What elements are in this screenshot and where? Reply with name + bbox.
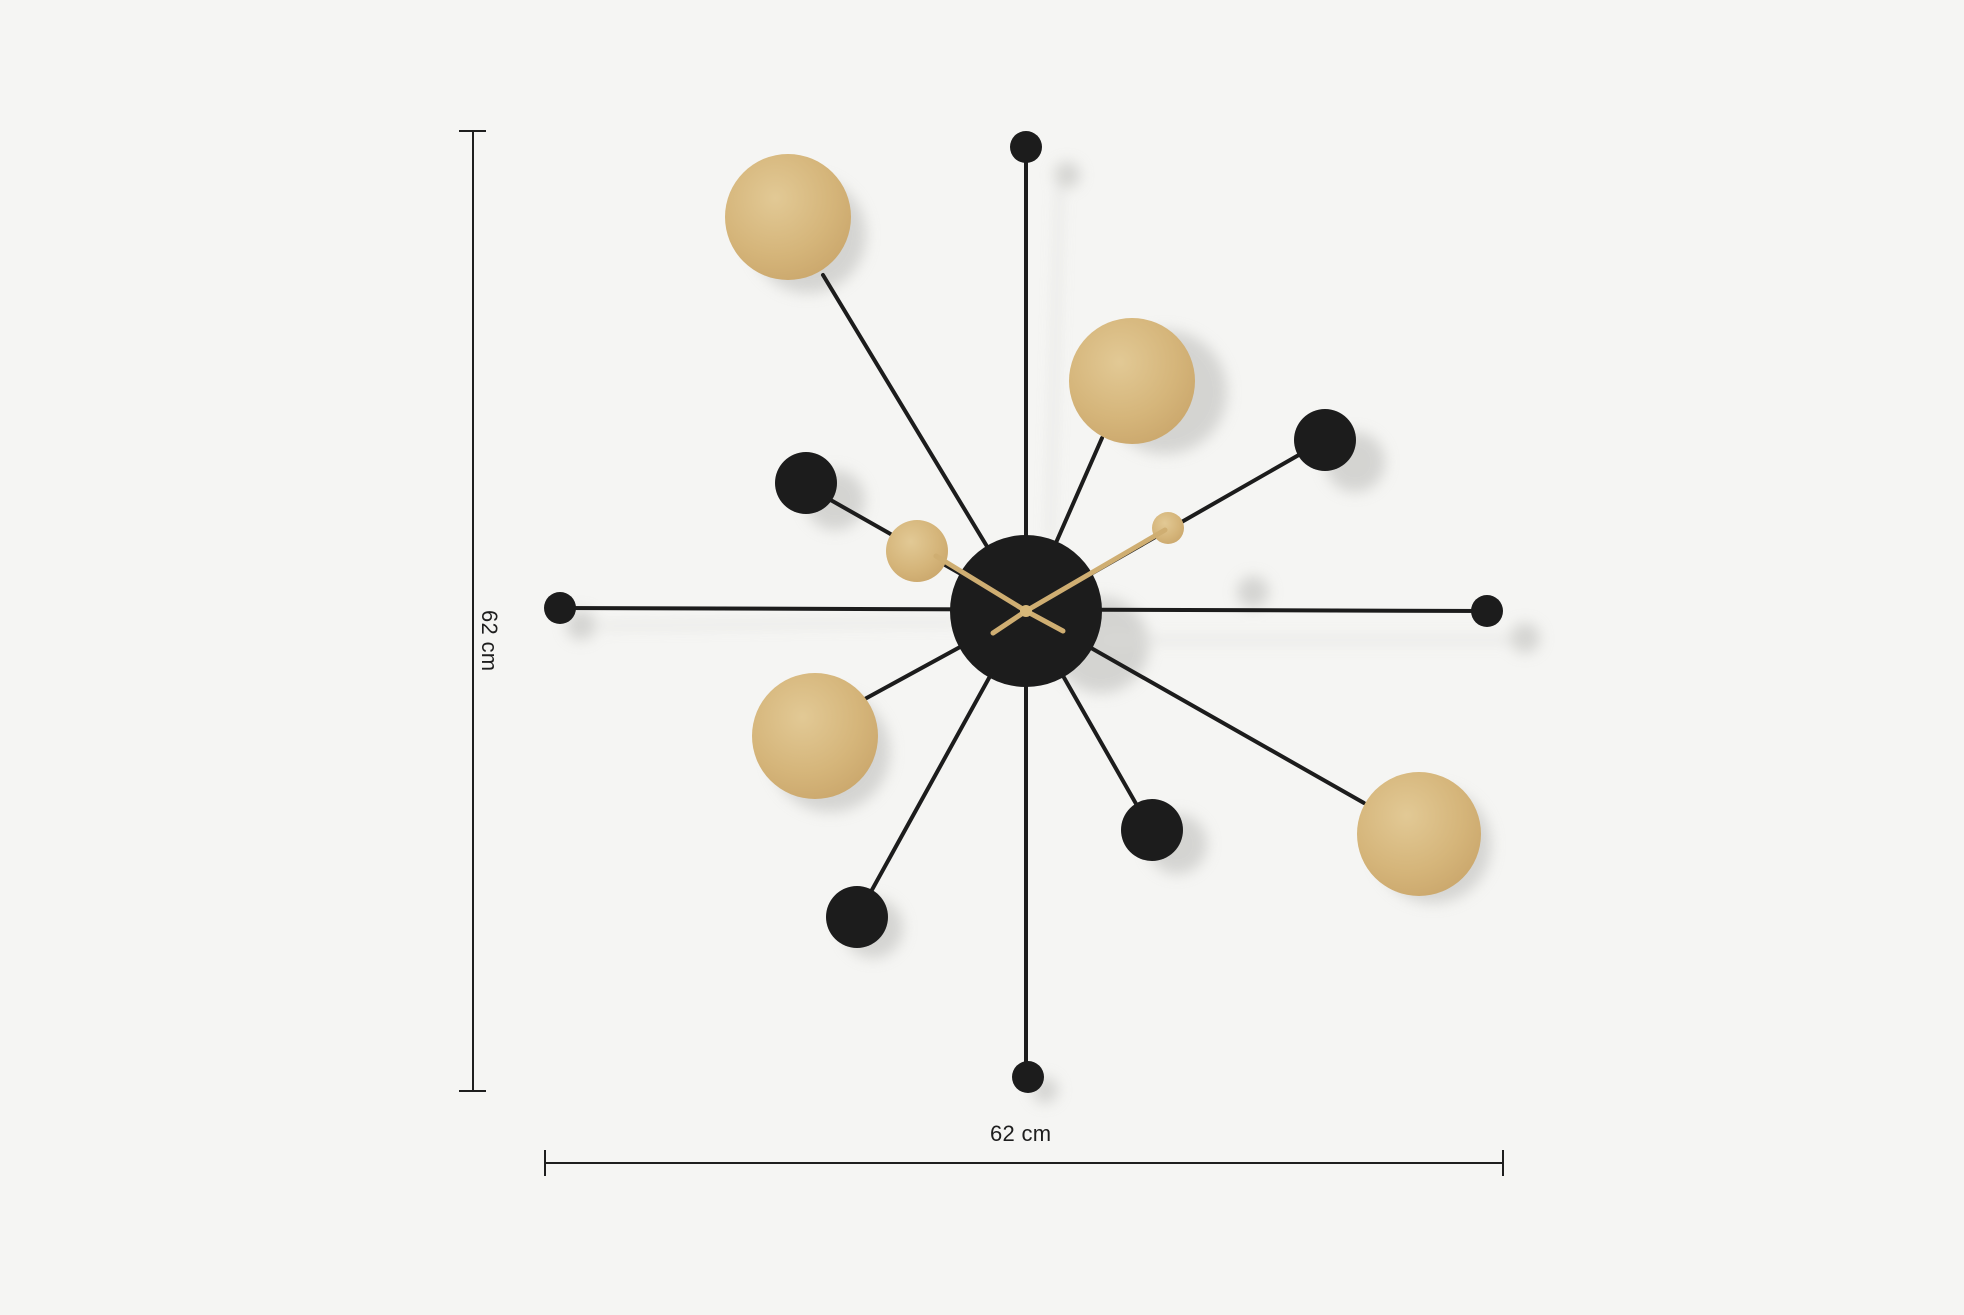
width-dimension-line [544, 1150, 1504, 1176]
black-end-balls [544, 131, 1503, 1093]
clock-hands [933, 527, 1168, 636]
width-label: 62 cm [990, 1121, 1052, 1146]
hand-pin [1020, 605, 1032, 617]
hour-hand [933, 553, 1029, 614]
gold-discs [725, 154, 1481, 896]
height-dimension-line [459, 130, 486, 1092]
hand-tail-left [990, 608, 1029, 636]
minute-hand [1023, 527, 1168, 614]
hand-tail-right [1023, 608, 1066, 634]
height-label: 62 cm [477, 610, 502, 672]
